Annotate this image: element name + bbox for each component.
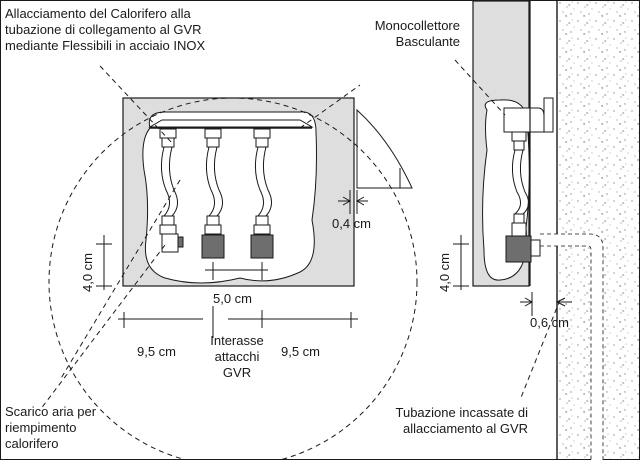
hose-1 bbox=[159, 128, 184, 253]
side-bracket bbox=[356, 108, 413, 189]
dim-height-right bbox=[453, 235, 469, 290]
embedded-pipe bbox=[540, 233, 604, 460]
label-embedded-pipe: Tubazione incassate di allacciamento al … bbox=[395, 405, 529, 436]
label-manifold: Monocollettore Basculante bbox=[374, 18, 460, 49]
side-hose bbox=[505, 131, 541, 263]
dim-right-span-value: 9,5 cm bbox=[281, 344, 321, 359]
dim-gap-wall-value: 0,6 cm bbox=[530, 315, 570, 330]
dim-spacing-value: 5,0 cm bbox=[213, 291, 253, 306]
dim-height-right-value: 4,0 cm bbox=[437, 252, 452, 292]
dim-gap-top-value: 0,4 cm bbox=[332, 216, 372, 231]
dim-spans bbox=[118, 306, 358, 338]
label-connection: Allacciamento del Calorifero alla tubazi… bbox=[5, 6, 206, 53]
label-interaxis: Interasse attacchi GVR bbox=[210, 333, 264, 380]
dim-spacing-center bbox=[205, 262, 268, 280]
hose-3 bbox=[250, 128, 274, 259]
dim-gap-top bbox=[338, 190, 368, 214]
dim-height-left-value: 4,0 cm bbox=[80, 252, 95, 292]
dim-left-span-value: 9,5 cm bbox=[137, 344, 177, 359]
dim-gap-wall bbox=[520, 292, 572, 316]
leader-lines bbox=[39, 59, 561, 411]
label-air-vent: Scarico aria per riempimento calorifero bbox=[5, 404, 97, 451]
hose-2 bbox=[201, 128, 225, 259]
dim-height-left bbox=[96, 235, 112, 290]
detail-circle bbox=[48, 97, 418, 460]
